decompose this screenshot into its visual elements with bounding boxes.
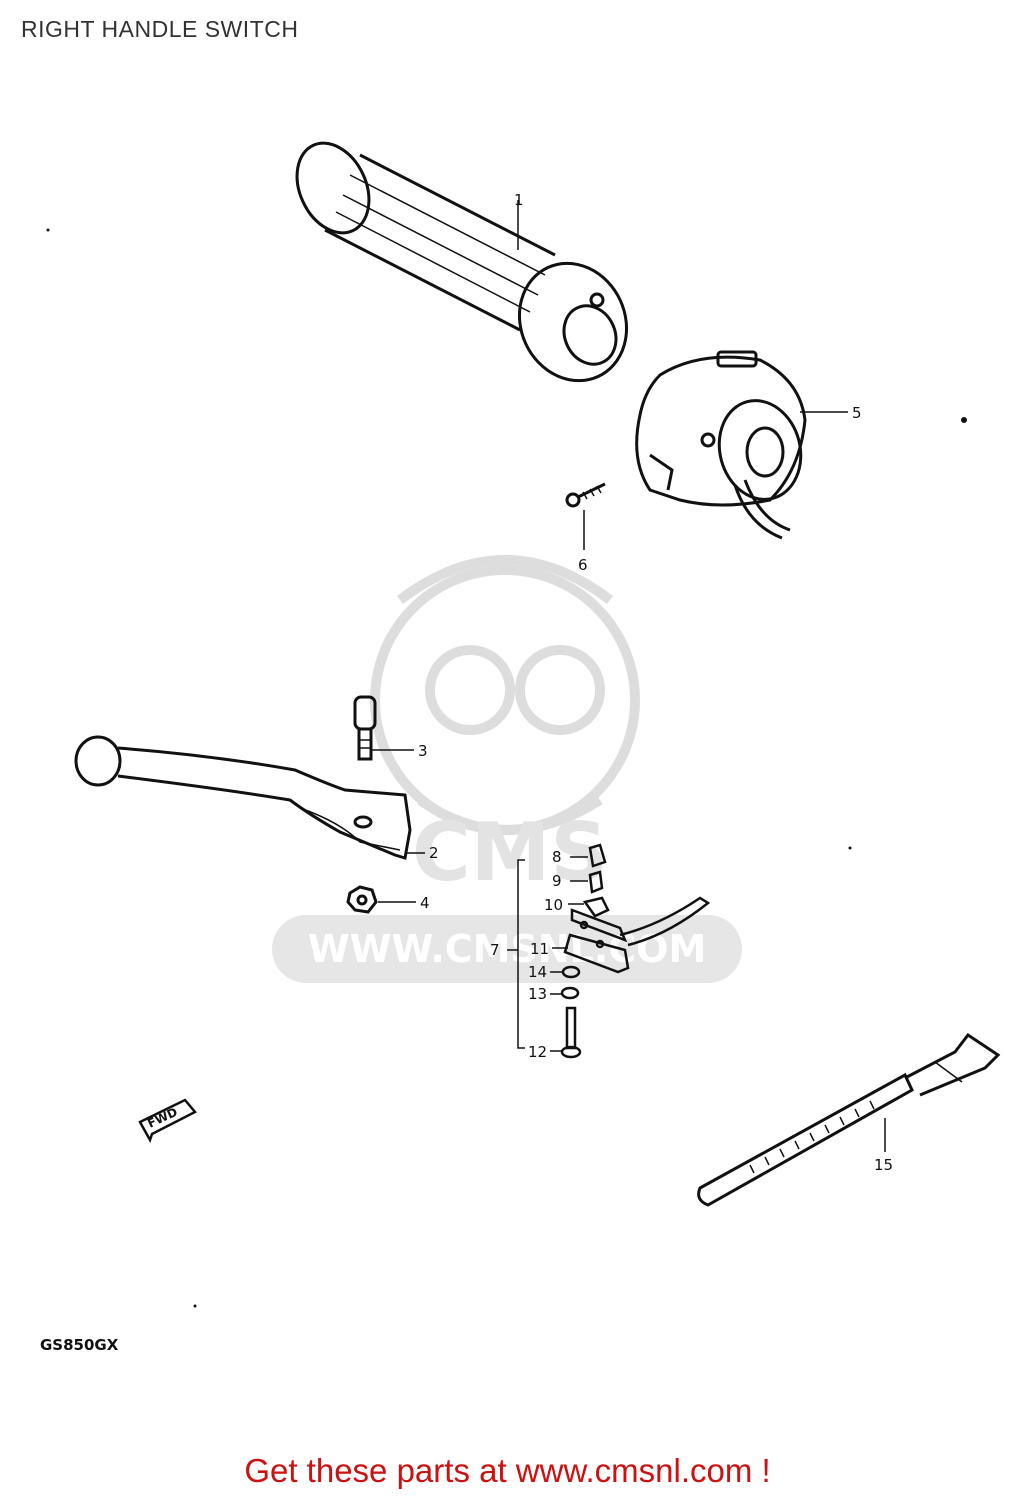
part-13-shape (560, 986, 580, 1000)
speck (848, 846, 852, 850)
callout-12: 12 (528, 1043, 547, 1061)
fwd-label: FWD (145, 1105, 179, 1131)
part-11-shape (563, 933, 630, 974)
cta-link[interactable]: Get these parts at www.cmsnl.com ! (244, 1452, 771, 1489)
callout-11: 11 (530, 940, 549, 958)
callout-8: 8 (552, 848, 562, 866)
page-title: RIGHT HANDLE SWITCH (21, 16, 299, 42)
switch-housing-part-5[interactable] (635, 350, 812, 540)
watermark-logo (370, 555, 640, 835)
part-10-shape (582, 896, 610, 918)
lever-nut-part-4[interactable] (346, 885, 378, 914)
part-12-shape (565, 1006, 577, 1050)
part-8-shape (588, 843, 607, 868)
callout-9: 9 (552, 872, 562, 890)
callout-7: 7 (490, 941, 500, 959)
callout-10: 10 (544, 896, 563, 914)
callout-14: 14 (528, 963, 547, 981)
lever-part-2[interactable] (74, 735, 412, 860)
speck (46, 228, 50, 232)
part-9-shape (588, 870, 604, 894)
callout-3: 3 (418, 742, 428, 760)
grip-part-1[interactable] (283, 131, 645, 398)
callout-5: 5 (852, 404, 862, 422)
bracket-7 (517, 859, 525, 1049)
callout-15: 15 (874, 1156, 893, 1174)
watermark-text: CMS (412, 806, 608, 899)
stop-switch-assembly-part-7[interactable] (560, 843, 711, 1059)
speck (193, 1304, 197, 1308)
lever-bolt-part-3[interactable] (353, 695, 377, 761)
model-code: GS850GX (40, 1336, 119, 1354)
part-14-shape (561, 965, 581, 979)
callout-1: 1 (514, 191, 524, 209)
speck (961, 417, 967, 423)
callout-13: 13 (528, 985, 547, 1003)
watermark-banner (272, 915, 742, 983)
band-part-15[interactable] (697, 1032, 1001, 1207)
housing-screw-part-6[interactable] (565, 482, 606, 508)
fwd-arrow-icon: FWD (138, 1098, 197, 1144)
callout-2: 2 (429, 844, 439, 862)
callout-4: 4 (420, 894, 430, 912)
callout-6: 6 (578, 556, 588, 574)
watermark-url: WWW.CMSNL.COM (308, 927, 707, 971)
